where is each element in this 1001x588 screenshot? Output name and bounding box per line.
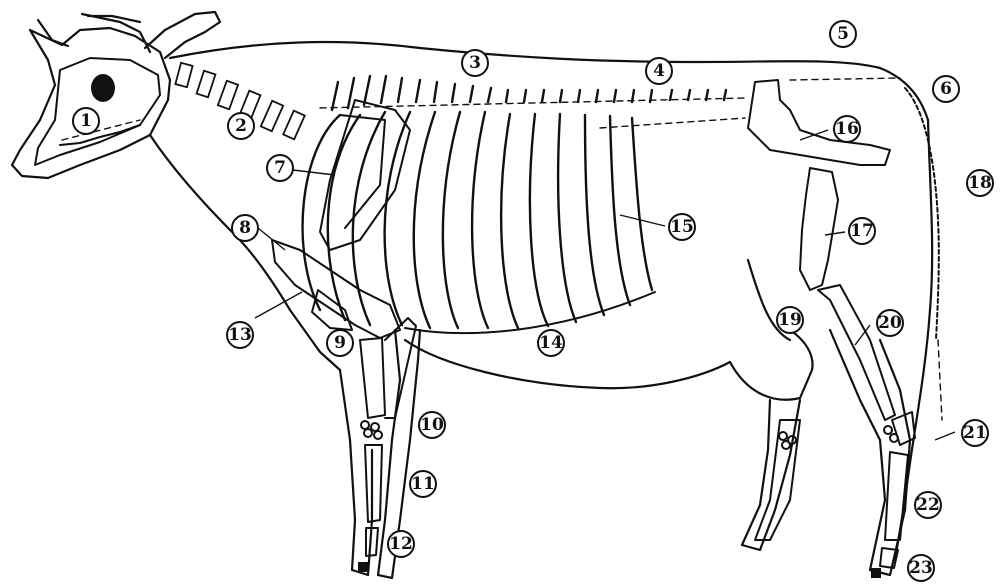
callout-18-text: 18 xyxy=(968,173,992,193)
callout-9: 9 xyxy=(327,330,353,356)
callout-13-text: 13 xyxy=(228,325,252,345)
callout-20-text: 20 xyxy=(878,313,902,333)
callout-14-text: 14 xyxy=(539,333,563,353)
callout-3: 3 xyxy=(462,50,488,76)
callout-4: 4 xyxy=(646,58,672,84)
callout-11-text: 11 xyxy=(411,474,435,494)
callout-14: 14 xyxy=(538,330,564,356)
forelimb-bones xyxy=(272,240,416,572)
callout-16-text: 16 xyxy=(835,119,859,139)
callout-21: 21 xyxy=(962,420,988,446)
callout-6-text: 6 xyxy=(940,79,952,99)
callout-2-text: 2 xyxy=(235,116,247,136)
callout-22: 22 xyxy=(915,492,941,518)
callout-3-text: 3 xyxy=(469,53,481,73)
skull xyxy=(35,58,160,165)
callout-17: 17 xyxy=(849,218,875,244)
callout-23-text: 23 xyxy=(909,558,933,578)
callout-16: 16 xyxy=(834,116,860,142)
callout-8: 8 xyxy=(232,215,258,241)
callout-1-text: 1 xyxy=(80,111,92,131)
callout-19-text: 19 xyxy=(778,310,802,330)
callout-20: 20 xyxy=(877,310,903,336)
callout-7: 7 xyxy=(267,155,293,181)
callout-13: 13 xyxy=(227,322,253,348)
callout-17-text: 17 xyxy=(850,221,874,241)
callout-22-text: 22 xyxy=(916,495,940,515)
callout-1: 1 xyxy=(73,108,99,134)
callout-10: 10 xyxy=(419,412,445,438)
callout-12: 12 xyxy=(388,531,414,557)
callout-2: 2 xyxy=(228,113,254,139)
callout-15-text: 15 xyxy=(670,217,694,237)
callout-5-text: 5 xyxy=(837,24,849,44)
callout-5: 5 xyxy=(830,21,856,47)
callout-9-text: 9 xyxy=(334,333,346,353)
callout-8-text: 8 xyxy=(239,218,251,238)
rib-cage xyxy=(303,112,655,333)
callout-19: 19 xyxy=(777,307,803,333)
callout-12-text: 12 xyxy=(389,534,413,554)
callout-10-text: 10 xyxy=(420,415,444,435)
callout-6: 6 xyxy=(933,76,959,102)
callout-4-text: 4 xyxy=(653,61,665,81)
callout-18: 18 xyxy=(967,170,993,196)
callout-21-text: 21 xyxy=(963,423,987,443)
callout-15: 15 xyxy=(669,214,695,240)
callout-23: 23 xyxy=(908,555,934,581)
callout-7-text: 7 xyxy=(274,158,286,178)
callout-11: 11 xyxy=(410,471,436,497)
